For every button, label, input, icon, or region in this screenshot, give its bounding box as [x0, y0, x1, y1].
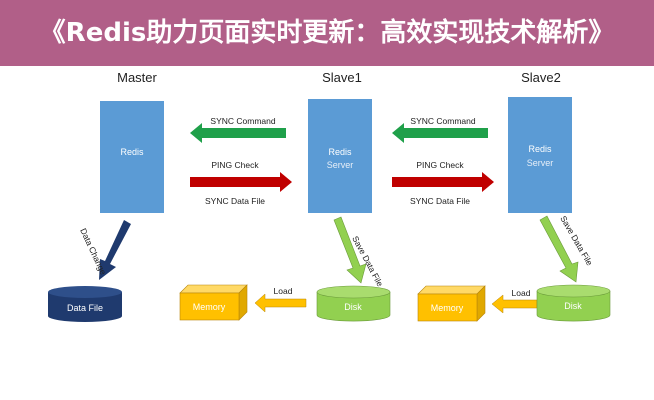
disk-cylinder: Disk [316, 285, 391, 322]
svg-text:Memory: Memory [431, 303, 464, 313]
ping-check-label: PING Check [211, 160, 259, 170]
data-change-label: Data Change [78, 227, 108, 277]
data-file-cylinder: Data File [48, 286, 122, 322]
server-label: Redis [120, 147, 144, 157]
sync-command-arrow [190, 123, 286, 143]
save-data-file-arrow [539, 215, 579, 283]
sync-command-label: SYNC Command [410, 116, 475, 126]
svg-text:Disk: Disk [564, 301, 582, 311]
slave1-label: Slave1 [322, 70, 362, 85]
memory-box: Memory [417, 285, 486, 322]
load-label: Load [512, 288, 531, 298]
data-change-arrow [99, 220, 131, 280]
ping-check-arrow [190, 172, 292, 192]
banner-title: 《Redis助力页面实时更新：高效实现技术解析》 [39, 17, 615, 48]
disk-cylinder: Disk [536, 284, 611, 322]
memory-box: Memory [179, 284, 248, 321]
slave2-server: Redis Server [508, 97, 572, 213]
load-label: Load [274, 286, 293, 296]
slave2-label: Slave2 [521, 70, 561, 85]
title-banner: 《Redis助力页面实时更新：高效实现技术解析》 [0, 0, 654, 66]
load-arrow [254, 293, 307, 313]
server-label: Server [327, 160, 354, 170]
svg-text:Data File: Data File [67, 303, 103, 313]
master-label: Master [117, 70, 157, 85]
sync-data-file-label: SYNC Data File [205, 196, 265, 206]
server-label: Redis [528, 144, 552, 154]
server-label: Server [527, 158, 554, 168]
svg-text:Disk: Disk [344, 302, 362, 312]
ping-check-arrow [392, 172, 494, 192]
sync-data-file-label: SYNC Data File [410, 196, 470, 206]
slave1-server: Redis Server [308, 99, 372, 213]
save-data-file-arrow [333, 216, 367, 284]
ping-check-label: PING Check [416, 160, 464, 170]
sync-command-arrow [392, 123, 488, 143]
master-server: Redis [100, 101, 164, 213]
server-label: Redis [328, 147, 352, 157]
sync-command-label: SYNC Command [210, 116, 275, 126]
load-arrow [491, 294, 538, 314]
svg-text:Memory: Memory [193, 302, 226, 312]
